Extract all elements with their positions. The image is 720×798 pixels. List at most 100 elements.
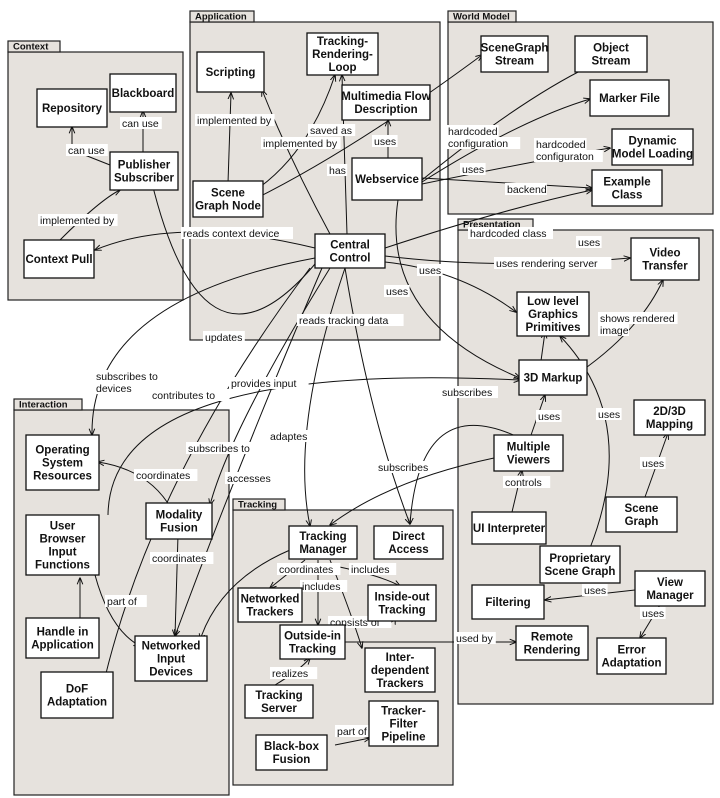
edge-label-text: subscribes	[378, 462, 428, 474]
edge-mv-directaccess	[410, 424, 521, 524]
edge-label-updates: updates	[203, 331, 245, 344]
component-tracking-rendering-loop[interactable]: Tracking-Rendering-Loop	[306, 32, 379, 76]
edge-label-text: uses	[584, 585, 606, 597]
component-label: Access	[388, 544, 428, 556]
edge-label-bg	[203, 331, 245, 343]
component-label: Graphics	[528, 309, 578, 321]
component-label: DoF	[66, 684, 88, 696]
edge-label-bg	[181, 227, 293, 239]
edge-label-bg	[384, 285, 410, 297]
component-box	[480, 35, 549, 73]
edge-label-coordinates-1: coordinates	[134, 469, 198, 482]
edge-label-text: saved as	[310, 125, 352, 137]
component-scripting[interactable]: Scripting	[196, 51, 265, 93]
edge-label-text: hardcoded	[448, 126, 498, 138]
component-label: Stream	[592, 56, 631, 68]
component-scene-graph-node[interactable]: SceneGraph Node	[192, 180, 264, 218]
edge-cc-scripting	[262, 90, 331, 235]
edge-label-text: hardcoded	[536, 139, 586, 151]
edge-cc-modality	[210, 267, 331, 505]
edge-label-bg	[335, 725, 377, 737]
edge-mf-netinput	[175, 534, 179, 636]
edge-label-part-of-1: part of	[105, 595, 147, 608]
component-label: Tracking	[255, 690, 302, 702]
edge-label-text: subscribes	[442, 387, 492, 399]
edge-label-bg	[454, 632, 496, 644]
component-filtering[interactable]: Filtering	[471, 584, 545, 620]
component-box	[471, 584, 545, 620]
component-label: Outside-in	[284, 631, 341, 643]
component-label: Subscriber	[114, 173, 175, 185]
component-context-pull[interactable]: Context Pull	[23, 239, 95, 279]
edge-label-text: uses	[419, 265, 441, 277]
component-box	[341, 84, 431, 121]
package-title: Tracking	[238, 500, 277, 511]
component-box	[611, 128, 694, 166]
edge-label-subscribes-mv: subscribes	[440, 386, 498, 399]
component-box	[25, 514, 100, 576]
component-ui-interpreter[interactable]: UI Interpreter	[471, 511, 547, 545]
edge-psg-lowlevel	[560, 336, 610, 549]
edge-label-adaptes: adaptes	[268, 430, 310, 443]
edge-label-bg	[582, 584, 608, 596]
component-label: Model Loading	[612, 149, 693, 161]
component-box	[255, 734, 328, 771]
edge-label-bg	[105, 595, 147, 607]
edge-label-text: includes	[302, 581, 341, 593]
edge-label-text: uses	[642, 608, 664, 620]
component-box	[244, 684, 314, 719]
component-box	[192, 180, 264, 218]
edge-label-bg	[640, 607, 666, 619]
edge-label-implemented-by-app1: implemented by	[195, 114, 275, 127]
package-tab	[13, 398, 83, 411]
component-repository[interactable]: Repository	[36, 88, 108, 128]
component-blackboard[interactable]: Blackboard	[109, 73, 177, 113]
edge-label-bg	[268, 430, 310, 442]
edge-label-text: coordinates	[136, 470, 190, 482]
component-label: UI Interpreter	[473, 523, 546, 535]
component-marker-file[interactable]: Marker File	[589, 79, 670, 117]
edge-label-bg	[277, 563, 341, 575]
edge-label-bg	[195, 114, 275, 126]
component-label: Inter-	[386, 652, 415, 664]
component-webservice[interactable]: Webservice	[351, 157, 423, 201]
package-tab	[447, 10, 517, 23]
component-label: Mapping	[646, 419, 693, 431]
component-markup-3d[interactable]: 3D Markup	[518, 359, 588, 396]
component-label: Scripting	[206, 67, 256, 79]
component-label: Black-box	[264, 741, 320, 753]
edge-label-bg	[460, 163, 486, 175]
component-scene-graph[interactable]: SceneGraph	[605, 496, 678, 533]
